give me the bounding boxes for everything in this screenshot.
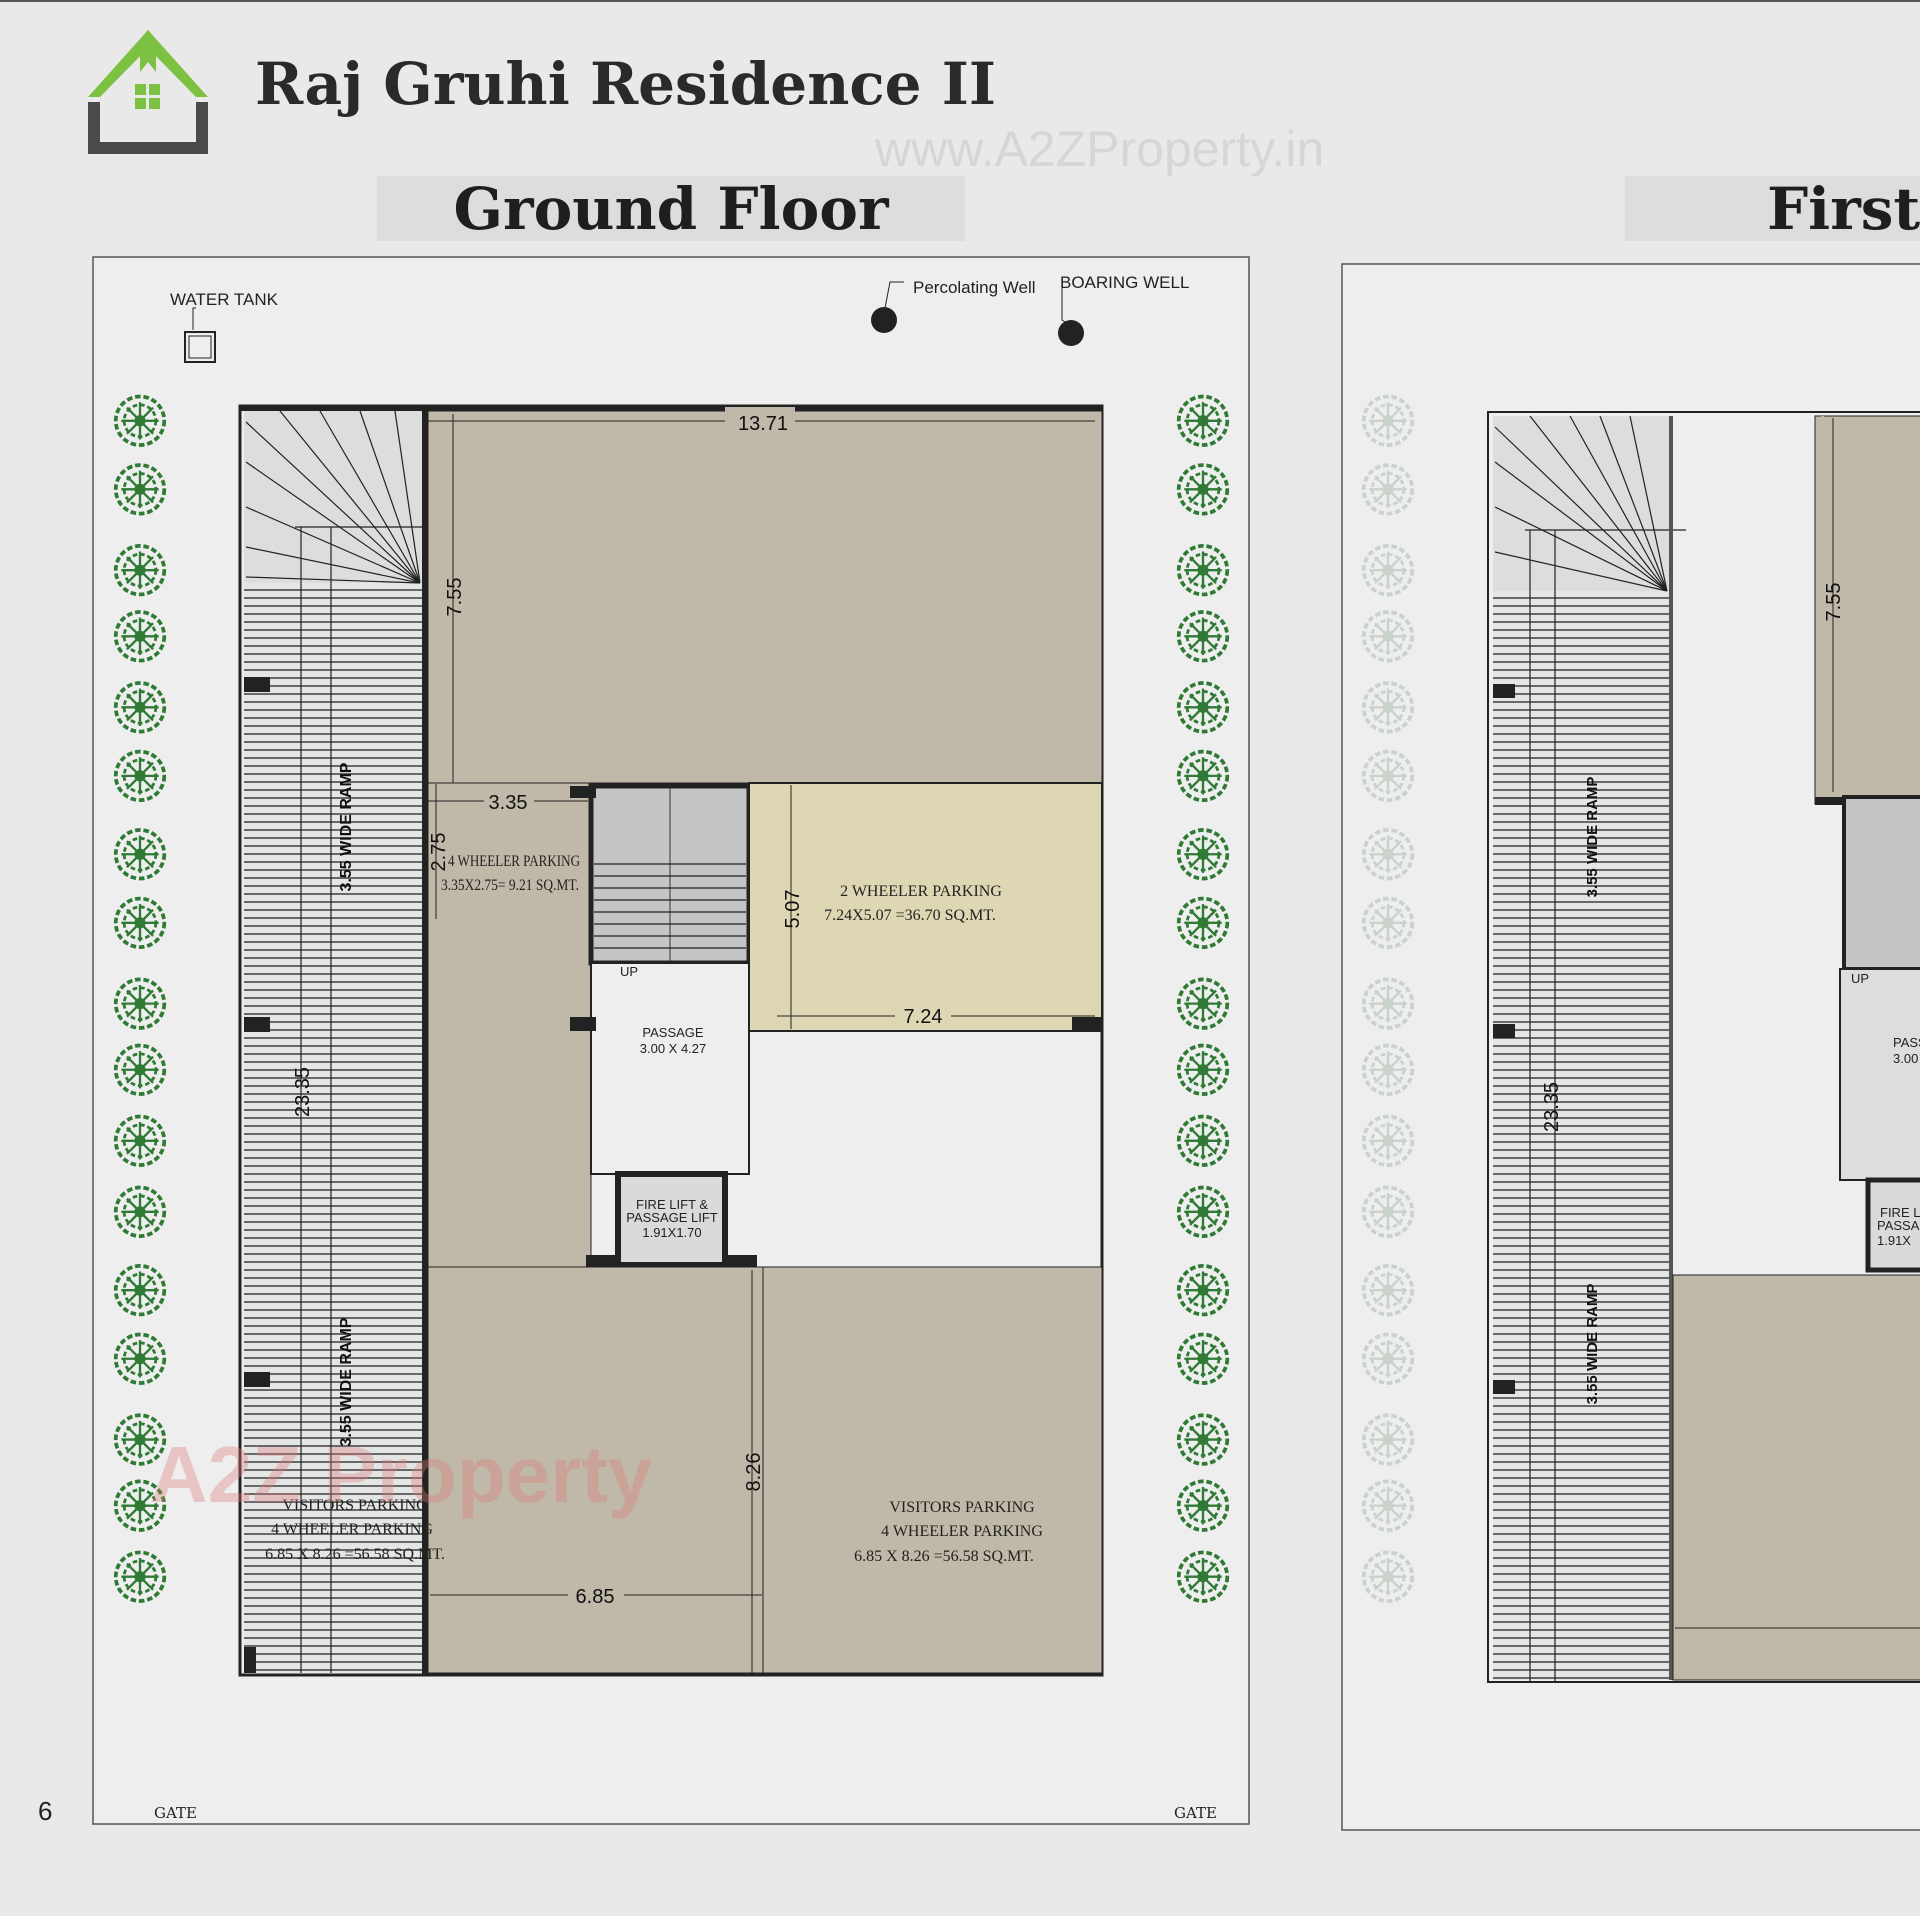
lift-line2: PASSAGE LIFT: [626, 1210, 718, 1225]
first-staircase: [1842, 795, 1920, 971]
two-wheeler-title: 2 WHEELER PARKING: [840, 883, 1002, 900]
gate-right-label: GATE: [1174, 1804, 1217, 1822]
logo: [88, 30, 208, 154]
ramp-turn-lines: [245, 410, 421, 584]
ramp-label-lower: 3.55 WIDE RAMP: [338, 1317, 355, 1446]
two-wheeler-height-dim: 5.07: [782, 890, 804, 929]
boaring-well-icon: [1058, 320, 1084, 346]
watermark-logo: A2Z Property: [150, 1430, 653, 1519]
ground-floor-heading: Ground Floor: [454, 175, 890, 243]
percolating-well-label: Percolating Well: [913, 278, 1036, 297]
small-width-dim: 3.35: [489, 792, 528, 814]
visitor-height-dim: 8.26: [743, 1453, 765, 1492]
gate-left-label: GATE: [154, 1804, 197, 1822]
first-passage-title: PASS: [1893, 1035, 1920, 1050]
top-parking-area: [427, 410, 1103, 784]
visitors-parking-right: [762, 1266, 1103, 1674]
water-tank-label: WATER TANK: [170, 290, 279, 309]
visitor-width-dim: 6.85: [576, 1586, 615, 1608]
first-lift: [1865, 1177, 1920, 1273]
top-height-dim: 7.55: [444, 578, 466, 617]
ramp-length-dim: 23.35: [292, 1067, 314, 1117]
passage: [590, 962, 750, 1175]
visitors-right-line3: 6.85 X 8.26 =56.58 SQ.MT.: [854, 1548, 1034, 1565]
first-ramp-label-upper: 3.55 WIDE RAMP: [1584, 777, 1601, 898]
visitors-left-line2: 4 WHEELER PARKING: [271, 1521, 433, 1538]
watermark-url: www.A2ZProperty.in: [874, 121, 1324, 177]
first-lift-size: 1.91X: [1877, 1233, 1911, 1248]
two-wheeler-width-dim: 7.24: [904, 1006, 943, 1028]
first-floor-banner: [1625, 176, 1920, 241]
four-wheeler-area: 3.35X2.75= 9.21 SQ.MT.: [441, 877, 579, 894]
top-width-dim: 13.71: [738, 413, 788, 435]
ramp: [244, 411, 422, 1673]
two-wheeler-area: 7.24X5.07 =36.70 SQ.MT.: [824, 907, 996, 924]
percolating-well-icon: [871, 307, 897, 333]
first-bottom-room: [1672, 1274, 1920, 1681]
first-ramp-length-dim: 23.35: [1541, 1082, 1563, 1132]
first-passage-size: 3.00: [1893, 1051, 1918, 1066]
lift: [615, 1171, 728, 1268]
two-wheeler-parking: [748, 782, 1103, 1032]
water-tank-icon: [184, 331, 216, 363]
ramp-label-upper: 3.55 WIDE RAMP: [338, 762, 355, 891]
small-height-dim: 2.75: [428, 833, 450, 872]
four-wheeler-parking: [427, 782, 592, 1268]
visitors-left-line1: VISITORS PARKING: [282, 1497, 428, 1514]
first-floor-heading: First F: [1767, 175, 1920, 243]
visitors-right-line1: VISITORS PARKING: [889, 1499, 1035, 1516]
passage-size: 3.00 X 4.27: [640, 1041, 707, 1056]
first-top-height-dim: 7.55: [1823, 583, 1845, 622]
first-lift-line1: FIRE L: [1880, 1205, 1920, 1220]
first-stair-up-label: UP: [1851, 971, 1869, 986]
visitors-right-line2: 4 WHEELER PARKING: [881, 1523, 1043, 1540]
first-floor-plan: 23.35 3.55 WIDE RAMP 3.55 WIDE RAMP 7.55…: [1341, 263, 1920, 1831]
passage-title: PASSAGE: [642, 1025, 704, 1040]
project-title: Raj Gruhi Residence II: [255, 50, 996, 118]
page-number: 6: [38, 1796, 52, 1826]
stair-up-label: UP: [620, 964, 638, 979]
first-ramp-label-lower: 3.55 WIDE RAMP: [1584, 1284, 1601, 1405]
boaring-well-label: BOARING WELL: [1060, 273, 1189, 292]
ramp-turn: [244, 411, 422, 583]
lift-size: 1.91X1.70: [642, 1225, 701, 1240]
four-wheeler-title: 4 WHEELER PARKING: [448, 853, 580, 870]
first-passage: [1839, 968, 1920, 1181]
first-ramp: [1493, 416, 1669, 1680]
visitors-left-line3: 6.85 X 8.26 =56.58 SQ.MT.: [265, 1546, 445, 1563]
ground-floor-plan: WATER TANK Percolating Well BOARING WELL: [92, 256, 1250, 1825]
first-lift-line2: PASSAG: [1877, 1218, 1920, 1233]
lift-line1: FIRE LIFT &: [636, 1197, 708, 1212]
ground-floor-banner: [377, 176, 965, 241]
